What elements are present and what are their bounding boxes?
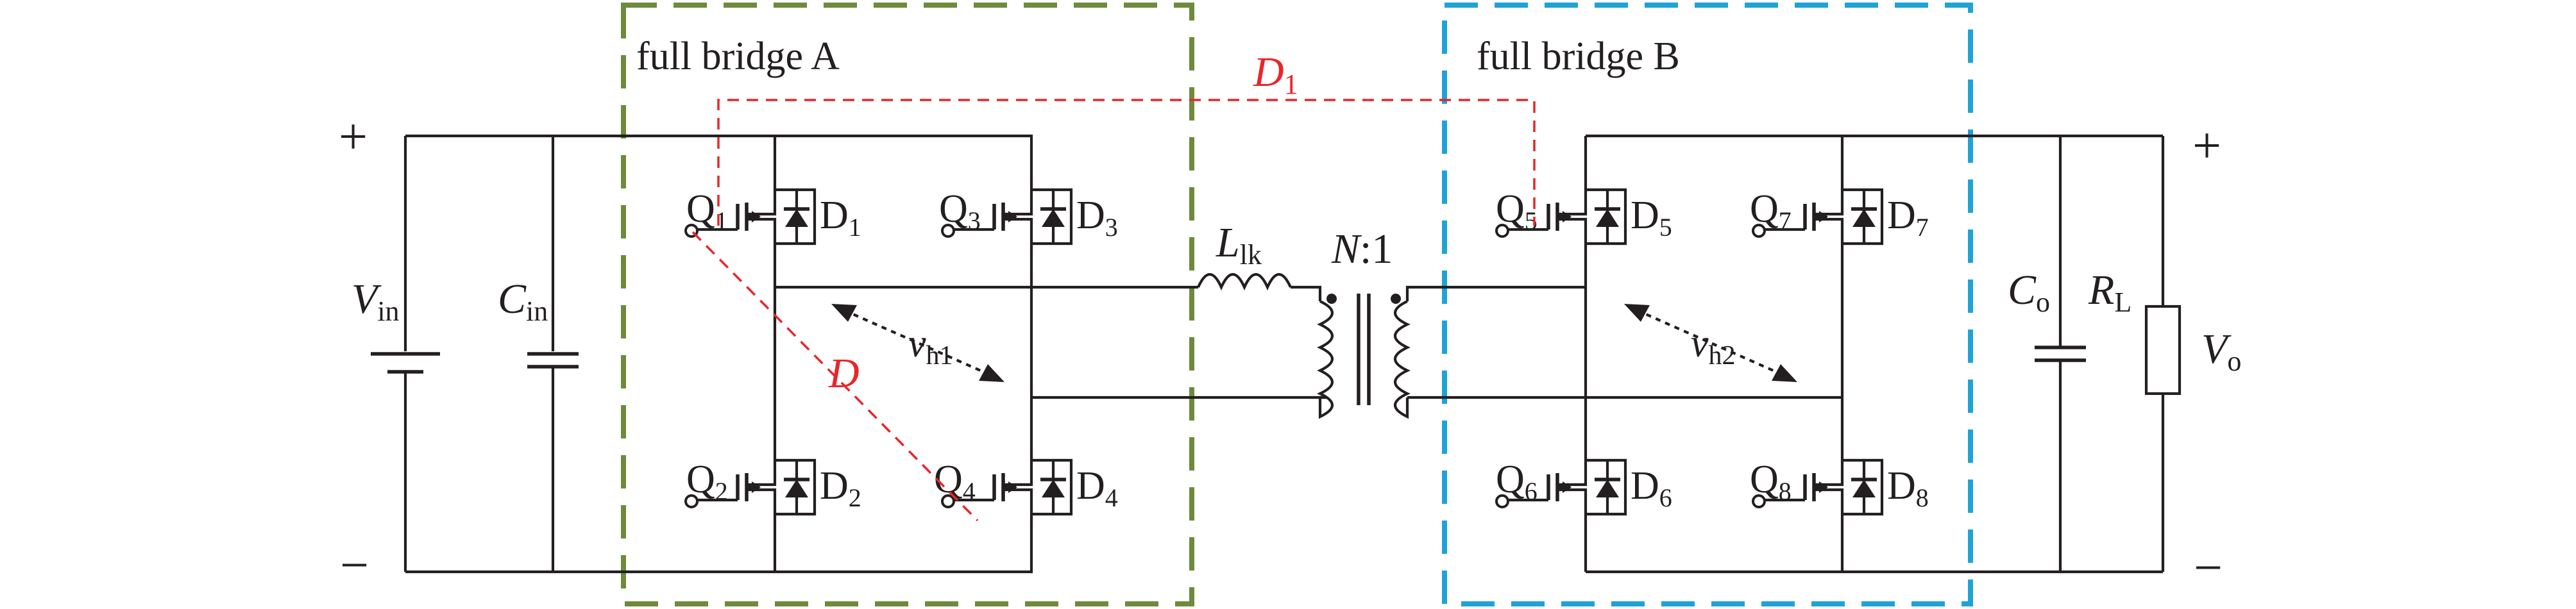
rl-label: RL (2088, 267, 2131, 318)
leakage-inductor-label: Llk (1216, 219, 1262, 271)
co-label: Co (2008, 267, 2050, 318)
switch-label-q7: Q7 (1750, 187, 1792, 235)
diode-label-d2: D2 (820, 464, 861, 512)
vo-label: Vo (2201, 326, 2241, 377)
switch-label-q3: Q3 (939, 187, 981, 235)
vh2-label: vh2 (1691, 322, 1736, 371)
d1-phase-shift-line (717, 99, 1536, 226)
full-bridge-a-label: full bridge A (636, 35, 840, 78)
input-plus-sign: + (339, 109, 368, 165)
output-minus-sign: − (2194, 540, 2223, 596)
d1-phase-label: D1 (1253, 49, 1298, 100)
switch-label-q5: Q5 (1496, 187, 1538, 235)
vh1-arrow (831, 304, 1004, 382)
output-stage (2035, 136, 2182, 572)
output-plus-sign: + (2192, 118, 2221, 174)
input-source (371, 134, 775, 574)
diode-label-d5: D5 (1631, 194, 1672, 242)
d-phase-shift-line (691, 231, 979, 522)
diode-label-d4: D4 (1076, 464, 1118, 512)
cin-label: Cin (498, 276, 548, 327)
full-bridge-a-frame (621, 3, 1194, 606)
turns-ratio-label: N:1 (1331, 226, 1393, 272)
vh1-label: vh1 (908, 322, 953, 371)
full-bridge-b-label: full bridge B (1477, 35, 1680, 78)
switch-label-q4: Q4 (934, 458, 976, 506)
leakage-inductor (1197, 273, 1322, 301)
full-bridge-b-frame (1442, 3, 1973, 606)
switch-label-q1: Q1 (686, 187, 728, 235)
diode-label-d3: D3 (1076, 194, 1118, 242)
vin-label: Vin (352, 276, 400, 327)
bridge-b-wiring (1584, 134, 2163, 574)
transformer (1317, 285, 1842, 419)
switch-label-q8: Q8 (1750, 458, 1792, 506)
d-phase-label: D (828, 350, 860, 397)
diode-label-d7: D7 (1887, 194, 1929, 242)
vh2-arrow (1624, 304, 1797, 382)
diode-label-d1: D1 (820, 194, 861, 242)
switch-label-q2: Q2 (686, 458, 728, 506)
diode-label-d8: D8 (1887, 464, 1929, 512)
input-minus-sign: − (340, 537, 369, 594)
diode-label-d6: D6 (1631, 464, 1672, 512)
switch-label-q6: Q6 (1496, 458, 1538, 506)
bridge-a-wiring (773, 134, 1326, 574)
